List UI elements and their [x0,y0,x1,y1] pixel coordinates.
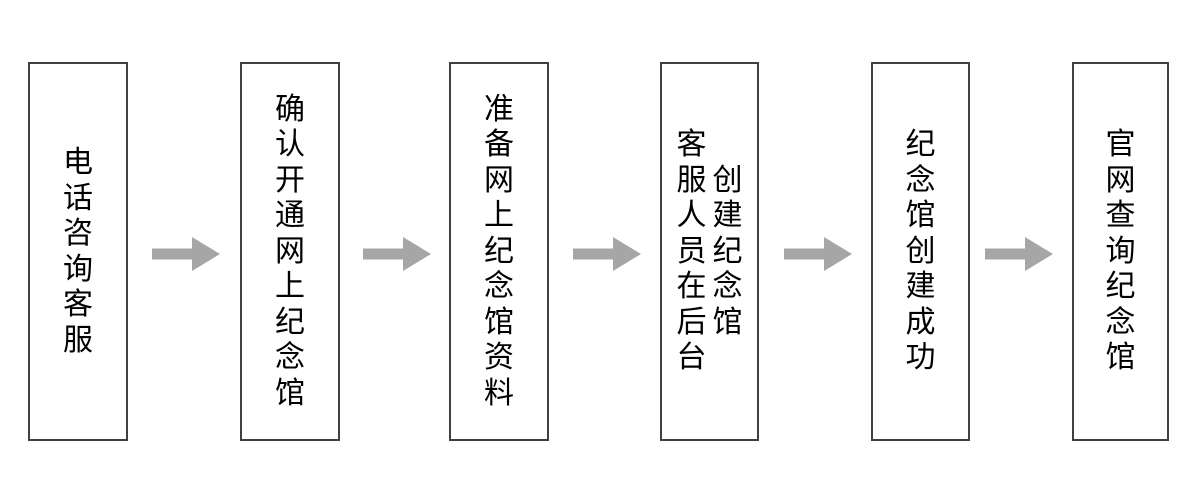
node-label-char: 查 [1105,198,1136,234]
node-label-char: 纪 [275,304,305,340]
node-label-char: 资 [484,340,514,376]
node-label-text: 创建纪念馆 [713,64,743,439]
right-arrow-icon [985,237,1053,271]
node-label-char: 人 [676,198,707,234]
node-label-char: 馆 [484,304,514,340]
node-label-char: 话 [63,180,93,216]
node-label-char: 念 [484,269,514,305]
process-node-phone-consult-service[interactable]: 电话咨询客服 [28,62,128,441]
process-node-prepare-memorial-materials[interactable]: 准备网上纪念馆资料 [449,62,549,441]
node-label-char: 馆 [905,198,936,234]
node-label-char: 询 [1105,233,1136,269]
arrow-node1-to-node2 [152,237,220,271]
node-label-char: 念 [712,269,743,305]
arrow-node2-to-node3 [363,237,431,271]
node-label-char: 服 [676,162,707,198]
node-label-char: 创 [905,233,936,269]
node-label-char: 建 [712,198,743,234]
process-node-memorial-created-successfully[interactable]: 纪念馆创建成功 [871,62,970,441]
right-arrow-icon [363,237,431,271]
right-arrow-icon [784,237,852,271]
node-label-char: 念 [1105,304,1136,340]
node-label-char: 网 [1105,162,1136,198]
node-label-char: 纪 [905,127,936,163]
right-arrow-icon [573,237,641,271]
process-node-query-memorial-on-site[interactable]: 官网查询纪念馆 [1072,62,1169,441]
node-label-text: 准备网上纪念馆资料 [484,64,514,439]
node-label-text: 客服人员在后台 [677,64,707,439]
process-node-confirm-open-online-memorial[interactable]: 确认开通网上纪念馆 [240,62,340,441]
node-label-text: 电话咨询客服 [63,64,93,439]
node-label-char: 功 [905,340,936,376]
node-label-char: 网 [275,233,305,269]
node-label-char: 网 [484,162,514,198]
node-label-char: 询 [63,251,93,287]
node-label-char: 馆 [275,375,305,411]
node-label-char: 官 [1105,127,1136,163]
node-label-char: 馆 [1105,340,1136,376]
node-label-char: 纪 [1105,269,1136,305]
node-label-char: 成 [905,304,936,340]
node-label-char: 纪 [712,233,743,269]
node-label-char: 电 [63,145,93,180]
arrow-node5-to-node6 [985,237,1053,271]
arrow-node3-to-node4 [573,237,641,271]
node-label-char: 咨 [63,216,93,251]
node-label-char: 上 [275,269,305,305]
node-label-char: 客 [63,287,93,322]
node-label-char: 台 [676,340,707,376]
node-label-char: 准 [484,91,514,127]
arrow-node4-to-node5 [784,237,852,271]
node-label-char: 员 [676,233,707,269]
node-label-char: 创 [712,162,743,198]
right-arrow-icon [152,237,220,271]
node-label-char: 开 [275,162,305,198]
node-label-text: 官网查询纪念馆 [1106,64,1136,439]
node-label-char: 料 [484,375,514,411]
node-label-char: 纪 [484,233,514,269]
node-label-char: 客 [676,127,707,163]
process-node-staff-creates-memorial-backend[interactable]: 创建纪念馆客服人员在后台 [660,62,759,441]
node-label-char: 后 [676,304,707,340]
node-label-text: 纪念馆创建成功 [906,64,936,439]
node-label-text: 确认开通网上纪念馆 [275,64,305,439]
node-label-char: 服 [63,322,93,358]
node-label-char: 念 [905,162,936,198]
node-label-char: 念 [275,340,305,376]
node-label-char: 通 [275,198,305,234]
node-label-char: 馆 [712,304,743,340]
node-label-char: 建 [905,269,936,305]
node-label-char: 备 [484,127,514,163]
node-label-char: 认 [275,127,305,163]
node-label-char: 确 [275,91,305,127]
node-label-char: 在 [676,269,707,305]
node-label-char: 上 [484,198,514,234]
